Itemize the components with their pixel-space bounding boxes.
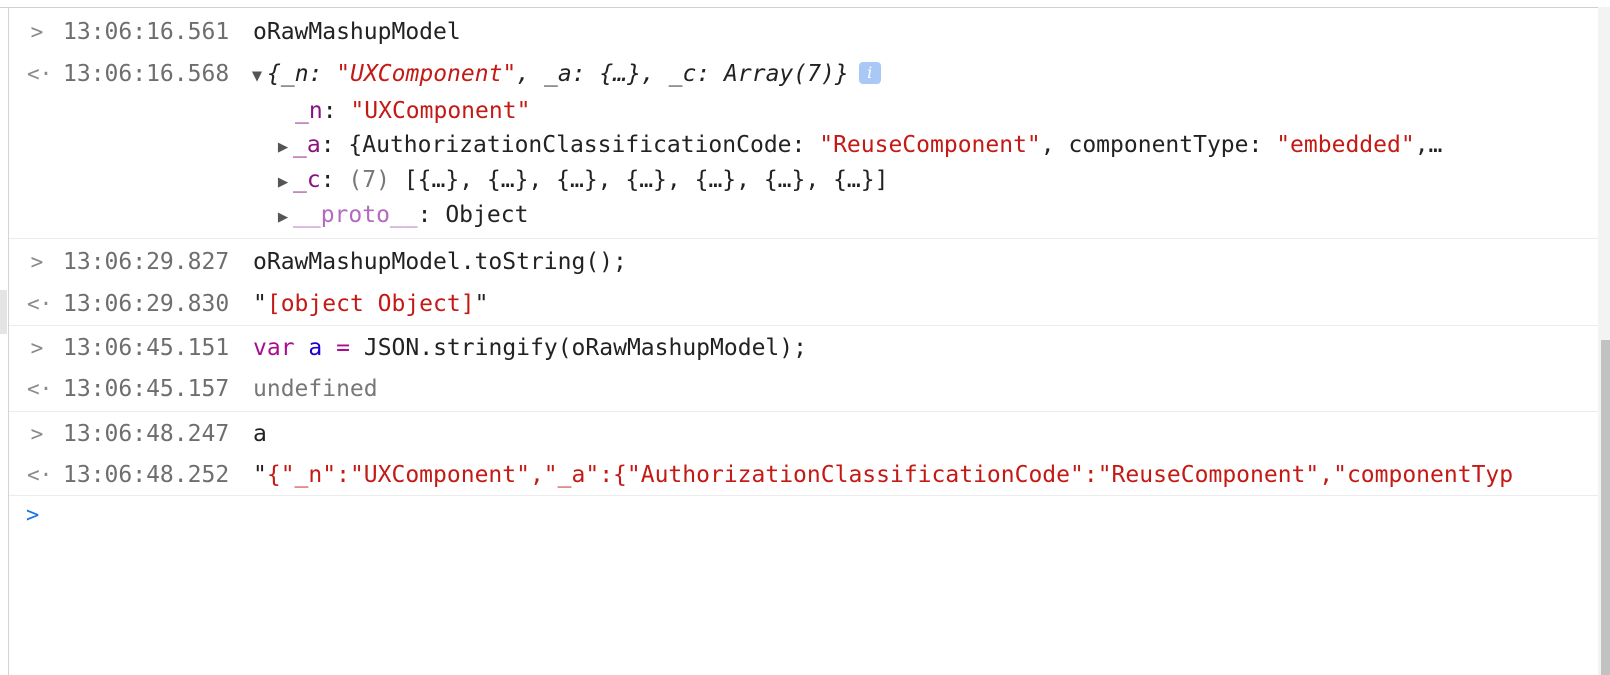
triangle-right-icon[interactable]: ▶: [277, 137, 289, 157]
input-code: a: [253, 421, 267, 447]
return-arrow-icon: <·: [27, 377, 53, 401]
object-property-a[interactable]: ▶_a: {AuthorizationClassificationCode: "…: [273, 128, 1443, 162]
input-code: oRawMashupModel.toString();: [253, 249, 627, 275]
return-arrow-icon: <·: [27, 463, 53, 487]
timestamp: 13:06:48.252: [63, 462, 230, 488]
chevron-right-icon: >: [30, 250, 44, 274]
output-string: "[object Object]": [253, 291, 489, 317]
timestamp: 13:06:45.157: [63, 376, 230, 402]
output-string: "{"_n":"UXComponent","_a":{"Authorizatio…: [253, 462, 1514, 488]
output-undefined: undefined: [253, 376, 378, 402]
info-icon[interactable]: i: [858, 61, 881, 84]
chevron-right-icon: >: [26, 503, 40, 528]
return-arrow-icon: <·: [27, 62, 53, 86]
timestamp: 13:06:48.247: [63, 421, 230, 447]
input-code: oRawMashupModel: [253, 19, 461, 45]
triangle-right-icon[interactable]: ▶: [277, 207, 289, 227]
console-top-border: [0, 0, 1610, 8]
console-entry: > 13:06:48.247 a <· 13:06:48.252 "{"_n":…: [9, 411, 1598, 496]
triangle-down-icon[interactable]: ▼: [251, 66, 263, 86]
console-input-line[interactable]: > 13:06:16.561 oRawMashupModel: [9, 16, 1598, 48]
object-summary[interactable]: ▼{_n: "UXComponent", _a: {…}, _c: Array(…: [247, 58, 881, 92]
console-entry: > 13:06:45.151 var a = JSON.stringify(oR…: [9, 325, 1598, 412]
timestamp: 13:06:16.568: [63, 61, 230, 87]
console-gutter-line: [8, 7, 9, 675]
chevron-right-icon: >: [30, 336, 44, 360]
chevron-right-icon: >: [30, 422, 44, 446]
object-property-proto[interactable]: ▶__proto__: Object: [273, 198, 529, 232]
timestamp: 13:06:45.151: [63, 335, 230, 361]
console-input-line[interactable]: > 13:06:29.827 oRawMashupModel.toString(…: [9, 246, 1598, 278]
console-input-line[interactable]: > 13:06:45.151 var a = JSON.stringify(oR…: [9, 332, 1598, 364]
console-input-line[interactable]: > 13:06:48.247 a: [9, 418, 1598, 450]
timestamp: 13:06:29.830: [63, 291, 230, 317]
return-arrow-icon: <·: [27, 292, 53, 316]
object-property-c[interactable]: ▶_c: (7) [{…}, {…}, {…}, {…}, {…}, {…}, …: [273, 163, 889, 197]
console-entry: > 13:06:16.561 oRawMashupModel <· 13:06:…: [9, 10, 1598, 239]
console-output-line[interactable]: <· 13:06:29.830 "[object Object]": [9, 288, 1598, 320]
timestamp: 13:06:16.561: [63, 19, 230, 45]
left-drag-handle[interactable]: [0, 290, 7, 334]
console-output-line[interactable]: <· 13:06:45.157 undefined: [9, 373, 1598, 405]
console-entry: > 13:06:29.827 oRawMashupModel.toString(…: [9, 238, 1598, 326]
input-code: var a = JSON.stringify(oRawMashupModel);: [253, 335, 807, 361]
chevron-right-icon: >: [30, 20, 44, 44]
timestamp: 13:06:29.827: [63, 249, 230, 275]
console-input-prompt[interactable]: >: [26, 500, 39, 532]
triangle-right-icon[interactable]: ▶: [277, 172, 289, 192]
scrollbar-thumb[interactable]: [1601, 340, 1610, 675]
object-property-n[interactable]: _n: "UXComponent": [295, 98, 531, 124]
console-output-line[interactable]: <· 13:06:48.252 "{"_n":"UXComponent","_a…: [9, 459, 1598, 491]
console-output-line[interactable]: <· 13:06:16.568 ▼{_n: "UXComponent", _a:…: [9, 58, 1598, 90]
